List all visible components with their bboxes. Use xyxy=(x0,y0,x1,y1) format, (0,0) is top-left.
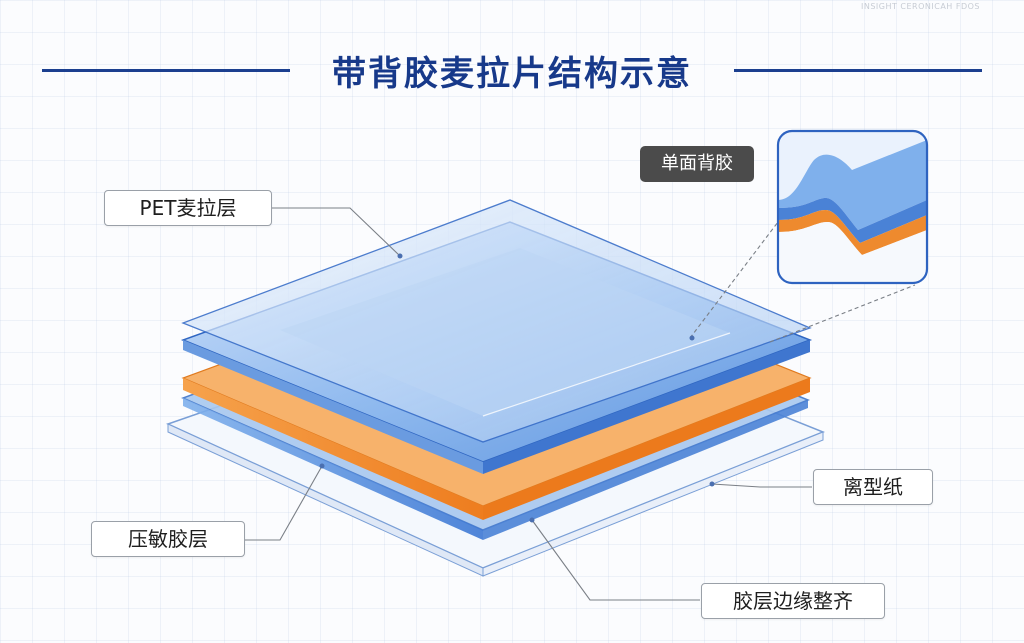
leader-edge xyxy=(531,519,700,601)
label-adhesive-layer: 压敏胶层 xyxy=(91,521,245,557)
watermark-text: INSIGHT CERONICAH FDOS xyxy=(860,2,980,11)
top-film-layer xyxy=(181,199,812,443)
page-title: 带背胶麦拉片结构示意 xyxy=(332,54,692,94)
dot-edge xyxy=(529,517,535,523)
dot-pet xyxy=(397,253,403,259)
dot-adhesive xyxy=(319,463,325,469)
leader-inset-2 xyxy=(769,284,916,343)
dot-release xyxy=(709,481,715,487)
title-rule-left xyxy=(42,69,290,72)
title-rule-right xyxy=(734,69,982,72)
badge-single-side-adhesive: 单面背胶 xyxy=(640,146,754,182)
title-bar: 带背胶麦拉片结构示意 xyxy=(0,42,1024,98)
dot-inset xyxy=(689,335,695,341)
leader-lines xyxy=(244,207,916,601)
label-edge-alignment: 胶层边缘整齐 xyxy=(701,583,885,619)
label-release-paper: 离型纸 xyxy=(813,469,933,505)
leader-inset-1 xyxy=(689,221,779,339)
leader-adhesive xyxy=(244,465,323,541)
inset-zoom xyxy=(776,129,929,285)
label-pet-layer: PET麦拉层 xyxy=(104,190,272,226)
leader-pet xyxy=(272,207,401,257)
leader-release xyxy=(711,483,812,488)
